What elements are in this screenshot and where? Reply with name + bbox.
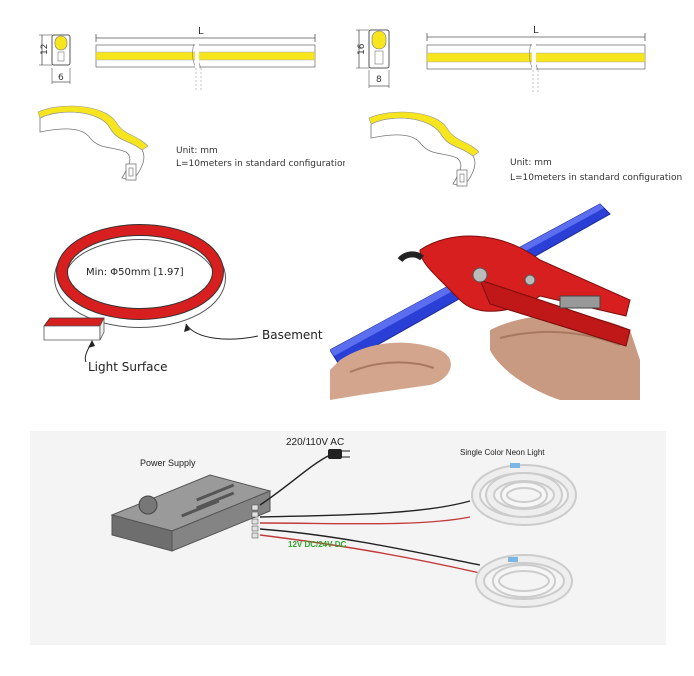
ac-input-label: 220/110V AC	[286, 437, 344, 448]
strip-length-view	[95, 34, 316, 92]
cutting-tool-photo	[330, 200, 640, 400]
length-text: L=10meters in standard configuration	[510, 173, 682, 183]
width-dimension: 6	[58, 73, 64, 83]
dc-output-label: 12V DC/24V DC	[288, 540, 346, 549]
height-dimension: 12	[40, 44, 50, 55]
length-text: L=10meters in standard configuration	[176, 159, 345, 169]
ac-plug	[259, 449, 350, 506]
leader-lines	[84, 323, 259, 363]
hand-left	[330, 342, 451, 400]
light-surface-label: Light Surface	[88, 360, 167, 374]
power-supply-unit	[110, 474, 272, 552]
unit-text: Unit: mm	[176, 146, 218, 156]
neon-coil-large	[471, 463, 577, 526]
spec-panel-left: 12 6 L Unit: mm L=10meters in standard c…	[37, 26, 345, 181]
profile-cross-section	[356, 29, 390, 88]
bent-strip	[43, 224, 226, 341]
unit-text: Unit: mm	[510, 158, 552, 168]
profile-cross-section	[39, 34, 71, 84]
bend-radius-diagram: Min: Φ50mm [1.97] Basement Light Surface	[43, 224, 323, 374]
min-diameter-label: Min: Φ50mm [1.97]	[86, 267, 184, 278]
length-dimension: L	[533, 25, 539, 36]
neon-light-label: Single Color Neon Light	[460, 448, 545, 457]
basement-label: Basement	[262, 328, 323, 342]
width-dimension: 8	[376, 75, 382, 85]
height-dimension: 16	[357, 43, 367, 55]
length-dimension: L	[198, 26, 204, 37]
curved-strip-sample	[368, 111, 480, 187]
strip-length-view	[426, 33, 646, 92]
power-supply-label: Power Supply	[140, 458, 196, 468]
output-wires	[259, 500, 481, 574]
curved-strip-sample	[37, 105, 149, 181]
spec-panel-right: 16 8 L Unit: mm L=10meters in standard c…	[356, 25, 682, 187]
wiring-diagram: Power Supply 220/110V AC 12V DC/24V DC S…	[30, 431, 666, 645]
neon-coil-small	[475, 554, 573, 608]
